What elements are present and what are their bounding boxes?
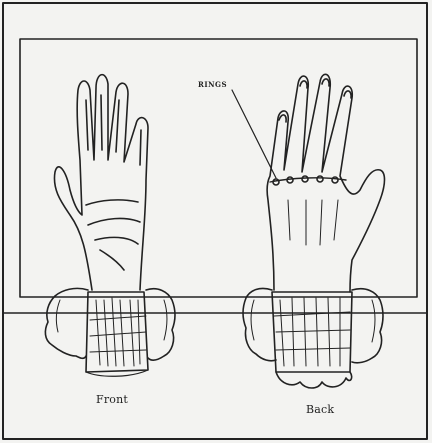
front-cuff xyxy=(45,288,175,376)
front-label: Front xyxy=(96,393,128,406)
rings-label: RINGS xyxy=(198,80,227,89)
back-cuff xyxy=(243,288,383,388)
back-label: Back xyxy=(306,403,334,416)
outer-border xyxy=(3,3,427,439)
rings-pointer xyxy=(232,90,276,178)
back-hand xyxy=(232,74,385,388)
front-hand xyxy=(45,75,175,377)
